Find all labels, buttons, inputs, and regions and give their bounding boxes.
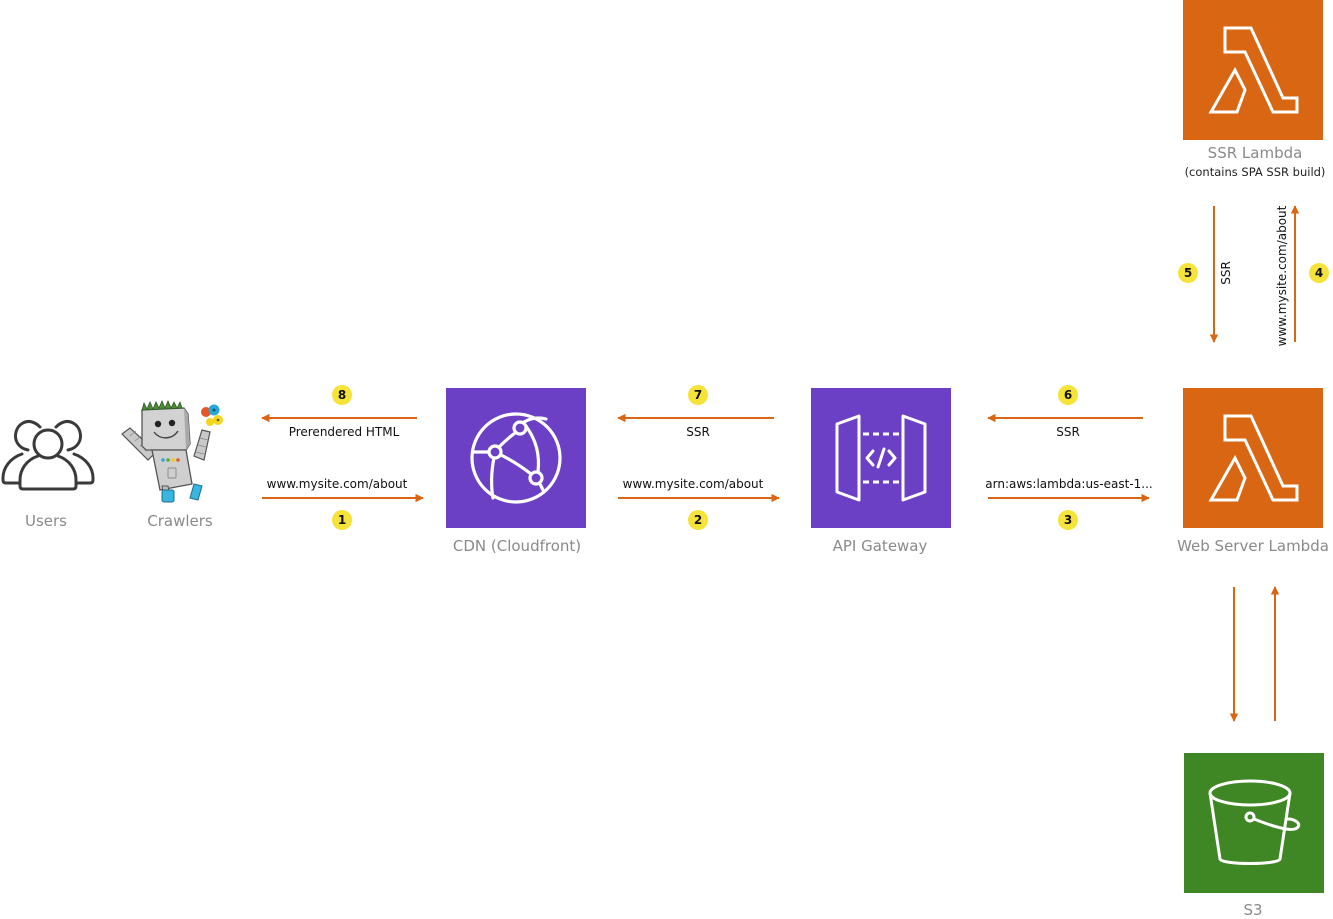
api-gateway-icon <box>835 414 927 502</box>
cloudfront-icon <box>470 412 562 504</box>
edge-label-step-8: Prerendered HTML <box>288 425 400 439</box>
ssr-lambda-box[interactable] <box>1183 0 1323 140</box>
web-lambda-label: Web Server Lambda <box>1177 537 1329 555</box>
s3-bucket-icon <box>1208 779 1301 865</box>
edge-label-step-4: www.mysite.com/about <box>1275 205 1289 347</box>
ssr-lambda-sublabel: (contains SPA SSR build) <box>1184 165 1326 179</box>
step-badge-8: 8 <box>332 385 352 405</box>
users-icon <box>1 420 95 491</box>
edge-label-step-1: www.mysite.com/about <box>266 477 408 491</box>
edge-label-step-5: SSR <box>1219 261 1233 285</box>
lambda-icon <box>1208 26 1299 114</box>
edge-label-step-2: www.mysite.com/about <box>622 477 764 491</box>
edge-label-step-7: SSR <box>686 425 710 439</box>
crawlers-label: Crawlers <box>147 512 213 530</box>
step-badge-3: 3 <box>1058 510 1078 530</box>
ssr-lambda-label: SSR Lambda <box>1207 144 1303 162</box>
step-badge-7: 7 <box>688 385 708 405</box>
step-badge-6: 6 <box>1058 385 1078 405</box>
robot-mascot-icon <box>121 400 223 503</box>
api-gateway-label: API Gateway <box>832 537 928 555</box>
step-badge-5: 5 <box>1178 263 1198 283</box>
cdn-box[interactable] <box>446 388 586 528</box>
step-badge-2: 2 <box>688 510 708 530</box>
step-badge-4: 4 <box>1309 263 1329 283</box>
web-lambda-box[interactable] <box>1183 388 1323 528</box>
lambda-icon <box>1208 414 1299 502</box>
api-gateway-box[interactable] <box>811 388 951 528</box>
s3-box[interactable] <box>1184 753 1324 893</box>
step-badge-1: 1 <box>332 510 352 530</box>
edge-label-step-6: SSR <box>1056 425 1080 439</box>
s3-label: S3 <box>1243 901 1263 919</box>
edge-label-step-3: arn:aws:lambda:us-east-1... <box>985 477 1153 491</box>
users-label: Users <box>24 512 68 530</box>
cdn-label: CDN (Cloudfront) <box>452 537 582 555</box>
